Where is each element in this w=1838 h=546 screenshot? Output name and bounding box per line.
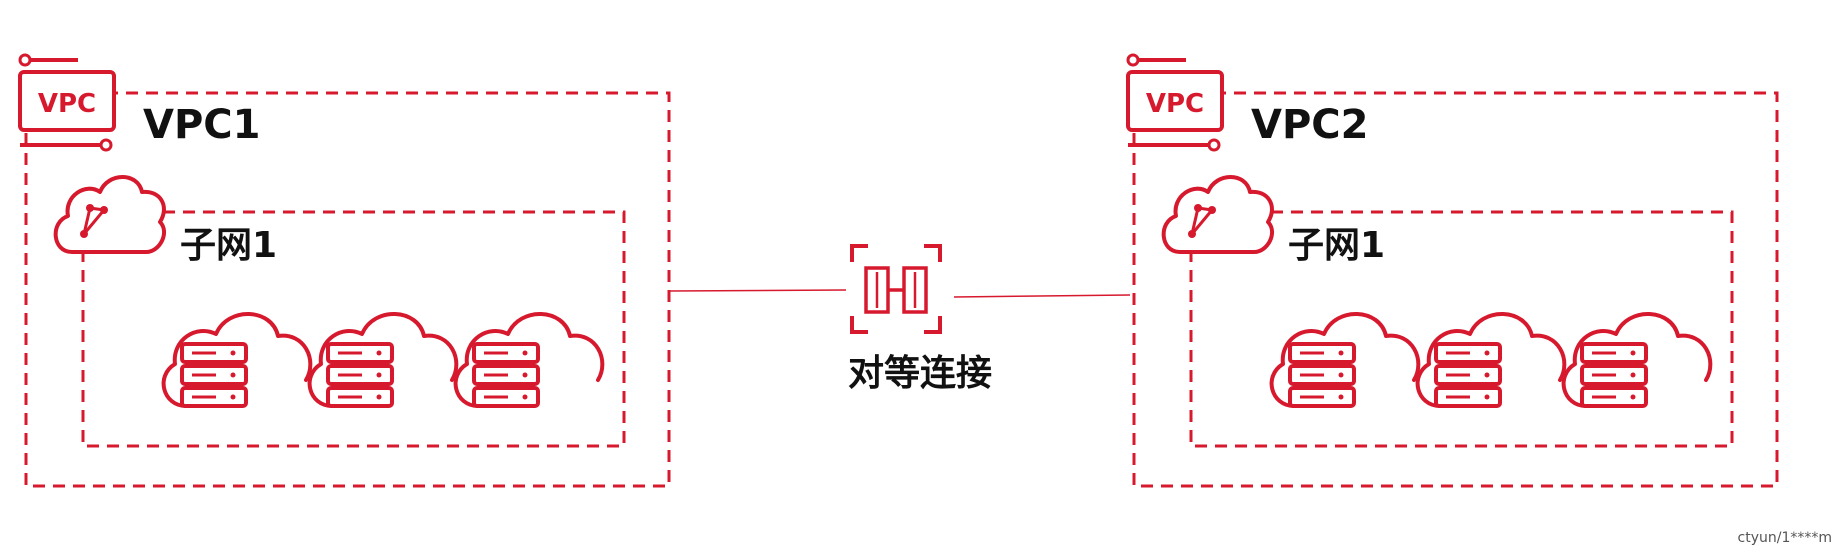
vpc1-cloud-server-icon [453, 311, 605, 408]
vpc2-cloud-server-icon [1269, 311, 1421, 408]
vpc2-group: VPC VPC2 子网1 [1126, 53, 1779, 488]
vpc1-cloud-server-icon [161, 311, 313, 408]
vpc2-badge-text: VPC [1146, 89, 1204, 119]
vpc1-group: VPC VPC1 子网1 [18, 53, 671, 488]
vpc1-cloud-server-icon [307, 311, 459, 408]
peering-connection: 对等连接 [669, 244, 1131, 394]
vpc1-vpc-badge-icon: VPC [18, 53, 116, 152]
vpc2-subnet-title: 子网1 [1288, 225, 1385, 266]
vpc1-title: VPC1 [143, 102, 260, 148]
vpc2-subnet-cloud-icon [1161, 175, 1274, 254]
vpc1-boundary [24, 91, 671, 488]
watermark-text: ctyun/1****m [1738, 530, 1832, 546]
vpc2-boundary [1132, 91, 1779, 488]
connection-line-right [953, 294, 1131, 298]
peering-connection-label: 对等连接 [848, 353, 992, 394]
peering-icon [850, 244, 942, 334]
vpc1-subnet-boundary [81, 210, 626, 448]
vpc2-subnet-boundary [1189, 210, 1734, 448]
vpc2-cloud-server-icon [1415, 311, 1567, 408]
vpc2-cloud-server-icon [1561, 311, 1713, 408]
vpc2-title: VPC2 [1251, 102, 1368, 148]
vpc1-badge-text: VPC [38, 89, 96, 119]
vpc1-subnet-title: 子网1 [180, 225, 277, 266]
vpc1-subnet-cloud-icon [53, 175, 166, 254]
connection-line-left [669, 289, 847, 292]
vpc2-vpc-badge-icon: VPC [1126, 53, 1224, 152]
